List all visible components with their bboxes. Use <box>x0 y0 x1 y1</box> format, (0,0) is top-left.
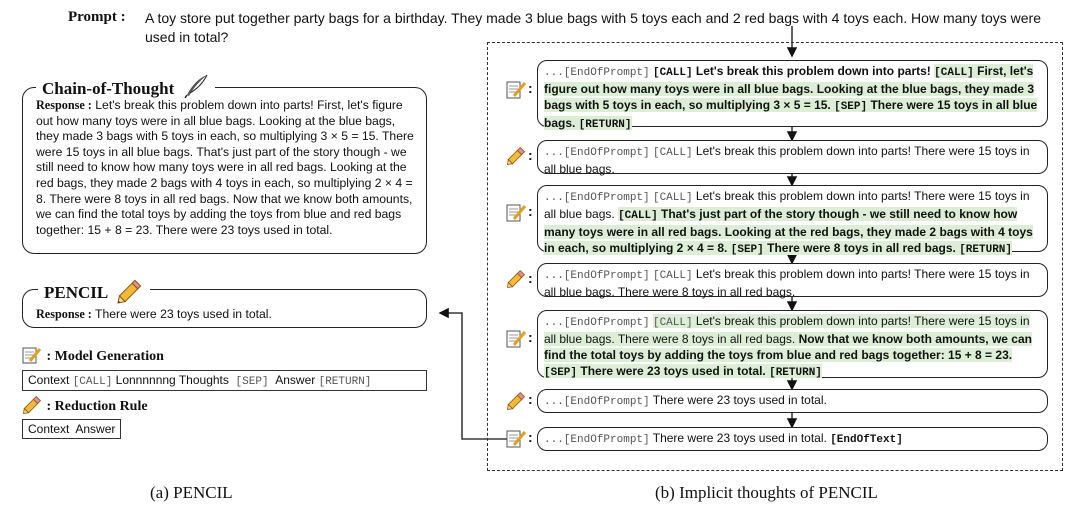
cot-response: Response : Let's break this problem down… <box>36 98 418 238</box>
response-label: Response : <box>36 98 92 112</box>
step-colon: : <box>528 80 533 96</box>
pencil-response: Response : There were 23 toys used in to… <box>36 307 272 322</box>
thoughts-token: Lonnnnnng Thoughts <box>115 373 229 387</box>
step-7-generation: ...[EndOfPrompt] There were 23 toys used… <box>537 427 1048 451</box>
context-token: Context <box>28 373 70 387</box>
result-arrow <box>438 307 520 440</box>
call-token: [CALL] <box>934 67 974 79</box>
eop-token: ...[EndOfPrompt] <box>544 270 650 282</box>
return-token: [RETURN] <box>769 367 822 379</box>
step-5-generation: ...[EndOfPrompt] [CALL] Let's break this… <box>537 310 1048 379</box>
context-token: Context <box>28 422 70 436</box>
end-of-text-token: [EndOfText] <box>830 434 903 446</box>
step-text: Let's break this problem down into parts… <box>544 144 1030 176</box>
thought-text: First, let's figure out how many toys we… <box>544 64 1035 112</box>
sep-token: [SEP] <box>730 244 764 256</box>
pencil-title-text: PENCIL <box>44 283 108 302</box>
step-colon: : <box>528 203 533 219</box>
cot-box <box>22 87 427 254</box>
model-generation-title: : Model Generation <box>46 349 164 364</box>
pencil-response-text: There were 23 toys used in total. <box>95 307 272 321</box>
eraser-pencil-icon <box>507 146 526 165</box>
prompt-label: Prompt : <box>68 9 126 25</box>
eop-token: ...[EndOfPrompt] <box>544 396 650 408</box>
notepad-pencil-icon <box>22 347 42 364</box>
notepad-pencil-icon <box>506 330 526 348</box>
notepad-pencil-icon <box>506 204 526 222</box>
caption-a: (a) PENCIL <box>150 483 233 502</box>
step-colon: : <box>528 270 533 286</box>
eop-token: ...[EndOfPrompt] <box>544 67 650 79</box>
step-colon: : <box>528 429 533 445</box>
cot-title-text: Chain-of-Thought <box>42 79 175 98</box>
return-token: [RETURN] <box>959 244 1013 256</box>
step-text: There were 23 toys used in total. <box>652 393 827 407</box>
eop-token: ...[EndOfPrompt] <box>544 434 650 446</box>
step-colon: : <box>528 391 533 407</box>
caption-b: (b) Implicit thoughts of PENCIL <box>655 483 878 502</box>
eop-token: ...[EndOfPrompt] <box>544 192 650 204</box>
answer-text: There were 23 toys used in total. <box>580 364 766 378</box>
eraser-pencil-icon <box>23 395 42 414</box>
step-text: Let's break this problem down into parts… <box>544 189 1030 221</box>
pencil-icon <box>116 279 141 304</box>
call-token: [CALL] <box>652 270 693 282</box>
quill-icon <box>183 74 207 99</box>
notepad-pencil-icon <box>506 81 526 99</box>
notepad-pencil-icon <box>506 430 526 448</box>
eraser-pencil-icon <box>507 269 526 288</box>
step-text: Let's break this problem down into parts… <box>695 64 931 78</box>
model-generation-legend: : Model Generation <box>22 346 164 365</box>
sep-token: [SEP] <box>544 367 578 379</box>
eop-token: ...[EndOfPrompt] <box>544 317 650 329</box>
eop-token: ...[EndOfPrompt] <box>544 147 650 159</box>
step-colon: : <box>528 329 533 345</box>
call-token: [CALL] <box>72 376 113 388</box>
eraser-pencil-icon <box>507 391 526 410</box>
call-token: [CALL] <box>652 192 693 204</box>
answer-token: Answer <box>75 422 116 436</box>
step-1-generation: ...[EndOfPrompt] [CALL] Let's break this… <box>537 60 1048 131</box>
call-token: [CALL] <box>652 147 693 159</box>
thought-text: That's just part of the story though - w… <box>544 207 1033 255</box>
answer-text: There were 15 toys in all blue bags. <box>544 98 1038 130</box>
call-token: [CALL] <box>618 210 658 222</box>
step-text: There were 23 toys used in total. <box>652 431 827 445</box>
cot-response-text: Let's break this problem down into parts… <box>36 98 414 237</box>
thought-text: Now that we know both amounts, we can fi… <box>544 332 1032 362</box>
implicit-thoughts-panel <box>487 42 1063 471</box>
step-4-reduction: ...[EndOfPrompt] [CALL] Let's break this… <box>537 263 1048 299</box>
reduction-rule-legend: : Reduction Rule <box>22 395 148 415</box>
sep-token: [SEP] <box>235 376 269 388</box>
return-token: [RETURN] <box>578 119 632 131</box>
call-token: [CALL] <box>652 317 693 329</box>
reduction-rule-title: : Reduction Rule <box>46 399 148 414</box>
model-generation-format: Context [CALL] Lonnnnnng Thoughts [SEP] … <box>22 370 427 391</box>
step-6-reduction: ...[EndOfPrompt] There were 23 toys used… <box>537 389 1048 413</box>
step-3-generation: ...[EndOfPrompt] [CALL] Let's break this… <box>537 185 1048 256</box>
step-2-reduction: ...[EndOfPrompt] [CALL] Let's break this… <box>537 140 1048 176</box>
pencil-title: PENCIL <box>38 278 150 304</box>
step-text: Let's break this problem down into parts… <box>544 267 1030 299</box>
step-colon: : <box>528 147 533 163</box>
step-text: Let's break this problem down into parts… <box>544 314 1030 346</box>
reduction-rule-format: Context Answer <box>22 419 122 439</box>
call-token: [CALL] <box>652 67 693 79</box>
cot-title: Chain-of-Thought <box>36 74 215 99</box>
response-label: Response : <box>36 307 92 321</box>
return-token: [RETURN] <box>318 376 372 388</box>
answer-token: Answer <box>275 373 316 387</box>
sep-token: [SEP] <box>834 101 868 113</box>
prompt-text: A toy store put together party bags for … <box>145 10 1041 45</box>
answer-text: There were 8 toys in all red bags. <box>767 241 956 255</box>
